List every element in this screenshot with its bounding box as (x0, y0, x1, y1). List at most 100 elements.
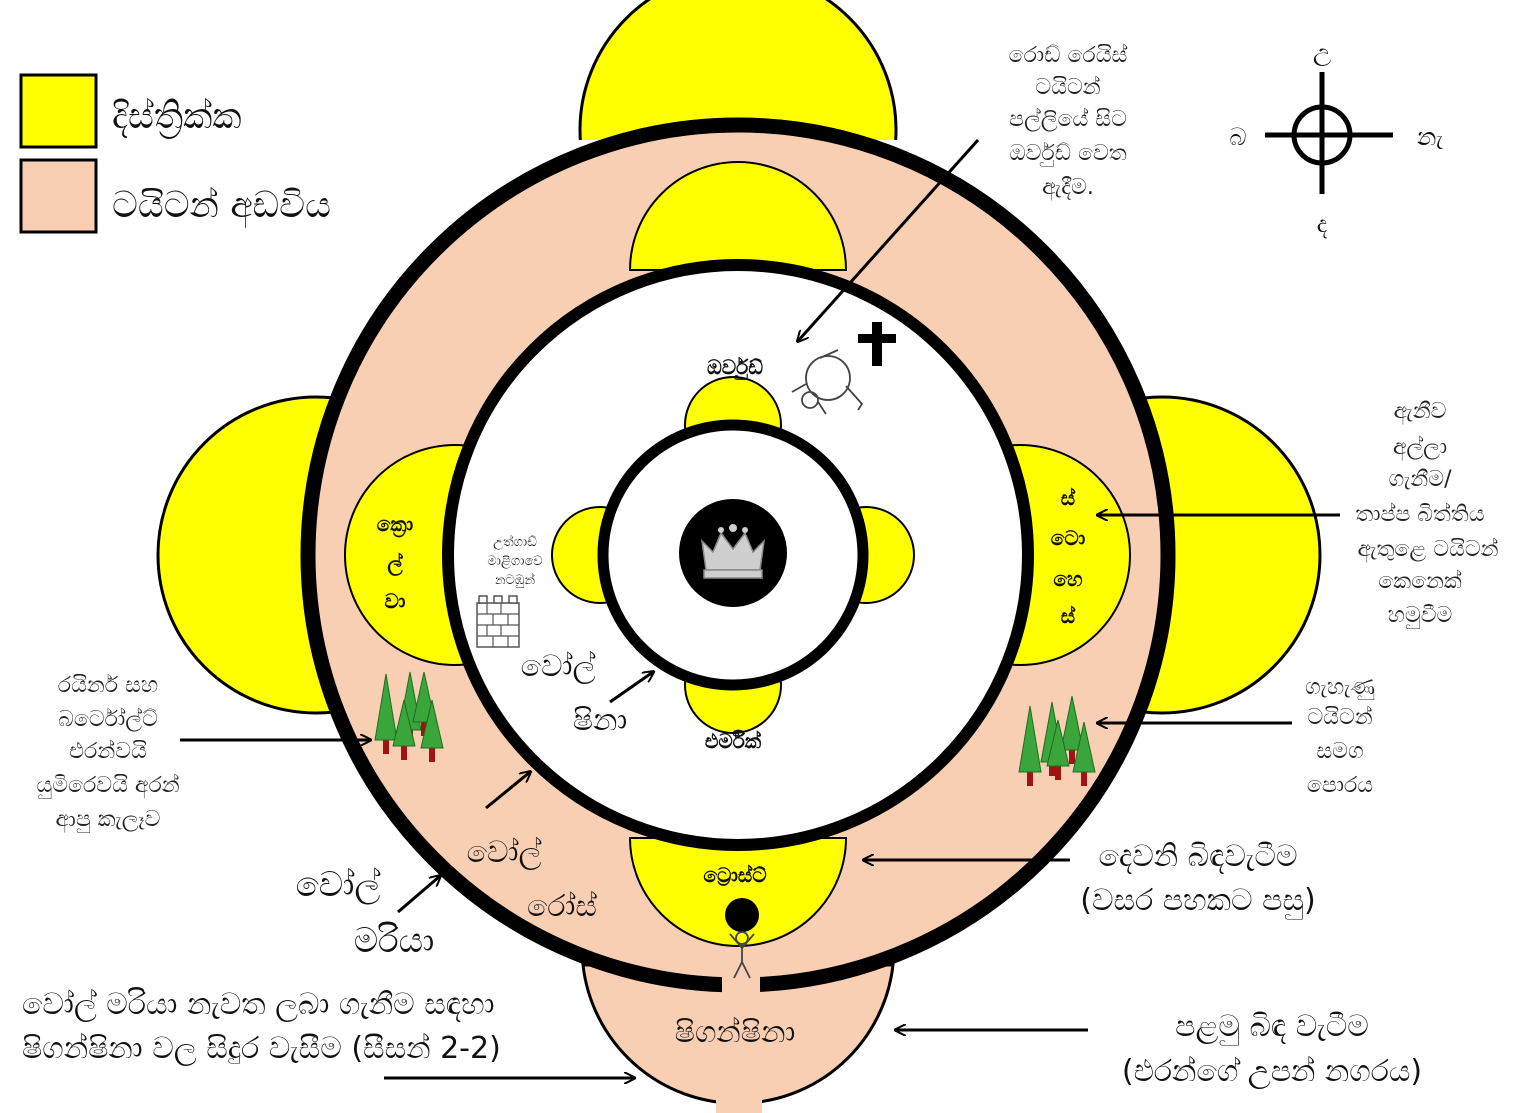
compass: උ ද නැ බ (1229, 38, 1443, 239)
wall-maria-label-line1: වෝල් (296, 865, 381, 905)
district-label-shiganshina: ෂිගන්ෂිනා (675, 1015, 796, 1050)
annotation-second-breach: දෙවනි බිඳවැටීම (වසර පහකට පසු) (1080, 839, 1315, 920)
compass-east: නැ (1417, 123, 1443, 151)
arrow-to-orvud (798, 138, 980, 341)
wall-rose-label-line1: වෝල් (467, 835, 542, 870)
shiganshina-road (716, 1070, 762, 1113)
underground-note-line1: උත්ගාඩ් (493, 534, 537, 550)
wall-sheena-label: වෝල් ෂිනා (521, 649, 628, 738)
first-breach-line2: (එරන්ගේ උපන් නගරය) (1122, 1054, 1422, 1089)
sealing-note-line2: ෂිගන්ෂිනා වල සිදුර වැසීම (සීසන් 2-2) (22, 1031, 501, 1066)
annotation-orvud-note: රොඩ් රෙයිස් ටයිටන් පල්ලියේ සිට ඔර්වුඩ් ව… (1009, 43, 1128, 201)
arrow-to-wall-sheena (609, 672, 653, 704)
orvud-note-line1: රොඩ් රෙයිස් (1009, 43, 1128, 68)
stick-figure-icon (729, 931, 755, 979)
tree-trunk (1027, 770, 1033, 786)
annotation-underground-note: උත්ගාඩ් මාළිගාවෙ නටඹුන් (487, 534, 542, 588)
wall-maria-breach-gap (722, 975, 760, 1005)
tree-trunk (1081, 770, 1087, 786)
underground-note-line2: මාළිගාවෙ (487, 554, 542, 569)
tree-trunk (383, 738, 389, 754)
tree-canopy (1018, 705, 1042, 773)
forest-west-note-line1: රයිනර් සහ (58, 673, 158, 698)
orvud-note-line2: ටයිටන් (1035, 75, 1100, 100)
cross-icon (858, 322, 896, 366)
tree-trunk (1049, 760, 1055, 776)
district-outer-north (578, 0, 898, 140)
district-outer-east (1142, 395, 1322, 715)
stohes-note-line7: හමුවීම (1388, 603, 1453, 629)
annotation-sealing-note: වෝල් මරියා නැවත ලබා ගැනීම සඳහා ෂිගන්ෂිනා… (22, 987, 501, 1066)
tree-trunk (421, 720, 427, 736)
forest-west-note-line4: යුමිරෙවයි අරන් (36, 773, 179, 799)
tree-trunk (401, 744, 407, 760)
krolva-line2: ල් (387, 551, 403, 577)
crown-icon (700, 524, 766, 579)
district-label-ermich: එර්මික් (705, 729, 762, 753)
district-label-krolva: ක්‍රො ල් වා (377, 512, 414, 613)
stohes-note-line5: ඇතුළෙ ටයිටන් (1357, 537, 1498, 563)
wall-rose-label: වෝල් රෝස් (467, 835, 597, 924)
ruins-brick-icon (476, 595, 520, 648)
legend-swatch-titan-forest (19, 158, 98, 234)
annotation-forest-west-note: රයිනර් සහ බර්ටෝල්ට් එරන්වයි යුමිරෙවයි අර… (36, 673, 179, 833)
stohes-note-line1: ඇනීව (1394, 399, 1447, 425)
arrows (180, 138, 1340, 1078)
compass-north: උ (1313, 38, 1331, 66)
wall-rose-label-line2: රෝස් (527, 889, 597, 924)
stohes-line2: ටො (1051, 526, 1086, 550)
district-outer-west (156, 395, 334, 715)
forest-west-note-line3: එරන්වයි (69, 739, 147, 764)
legend-label-district: දිස්ත්‍රික්ක (112, 96, 242, 139)
orvud-note-line4: ඔර්වුඩ් වෙත (1009, 141, 1127, 166)
forest-east-note-line3: සමග (1316, 739, 1363, 764)
wall-sheena-label-line2: ෂිනා (573, 703, 628, 738)
arrow-to-wall-maria (397, 876, 440, 914)
forest-west-note-line5: ආපු කැලෑව (56, 807, 161, 833)
tree-canopy (1060, 695, 1084, 751)
first-breach-line1: පළමු බිඳ වැටීම (1175, 1009, 1369, 1046)
titan-body-icon (791, 349, 864, 415)
wall-maria-label-line2: මරියා (354, 921, 435, 961)
tree-trunk (429, 746, 435, 762)
compass-west: බ (1229, 123, 1246, 151)
annotation-stohes-note: ඇනීව අල්ලා ගැනීම/ තාප්ප බිත්තිය ඇතුළෙ ටය… (1355, 399, 1498, 629)
orvud-note-line5: ඇදීම. (1042, 175, 1094, 201)
stohes-line1: ස් (1061, 486, 1076, 510)
stohes-line4: ස් (1061, 604, 1076, 628)
stohes-note-line4: තාප්ප බිත්තිය (1355, 502, 1484, 527)
district-label-orvud: ඔර්වුඩ් (707, 355, 763, 381)
orvud-note-line3: පල්ලියේ සිට (1009, 107, 1127, 132)
annotation-first-breach: පළමු බිඳ වැටීම (එරන්ගේ උපන් නගරය) (1122, 1009, 1422, 1089)
tree-canopy (1046, 719, 1070, 767)
stohes-note-line6: කෙනෙක් (1378, 569, 1462, 594)
second-breach-line2: (වසර පහකට පසු) (1080, 883, 1315, 920)
district-rose-north (628, 161, 848, 271)
district-label-stohes: ස් ටො හෙ ස් (1051, 486, 1086, 628)
annotation-forest-east-note: ගැහැණු ටයිටන් සමග පොරය (1305, 675, 1375, 798)
wall-maria-label: වෝල් මරියා (296, 865, 435, 961)
outer-districts (156, 0, 1322, 1113)
tree-canopy (392, 699, 416, 747)
compass-south: ද (1317, 210, 1328, 239)
krolva-line3: වා (385, 589, 406, 613)
forest-east-note-line4: පොරය (1307, 773, 1373, 798)
tree-canopy (1072, 721, 1096, 773)
tree-trunk (1069, 748, 1075, 764)
forest-east-note-line2: ටයිටන් (1307, 705, 1372, 730)
tree-trunk (1055, 764, 1061, 780)
forest-east-note-line1: ගැහැණු (1305, 675, 1375, 700)
stohes-note-line3: ගැනීම/ (1389, 467, 1453, 492)
forest-east-icon (1018, 695, 1096, 786)
legend: දිස්ත්‍රික්ක ටයිටන් අඩවිය (19, 73, 331, 234)
underground-note-line3: නටඹුන් (495, 572, 536, 588)
district-label-trost: ට්‍රොස්ට් (703, 863, 766, 887)
wall-sheena-label-line1: වෝල් (521, 649, 596, 684)
forest-west-note-line2: බර්ටෝල්ට් (58, 707, 158, 732)
legend-label-titan-forest: ටයිටන් අඩවිය (112, 185, 331, 228)
forest-west-icon (374, 671, 444, 762)
stohes-line3: හෙ (1053, 567, 1083, 591)
sealing-note-line1: වෝල් මරියා නැවත ලබා ගැනීම සඳහා (22, 987, 495, 1022)
arrow-to-wall-rose (485, 772, 530, 810)
